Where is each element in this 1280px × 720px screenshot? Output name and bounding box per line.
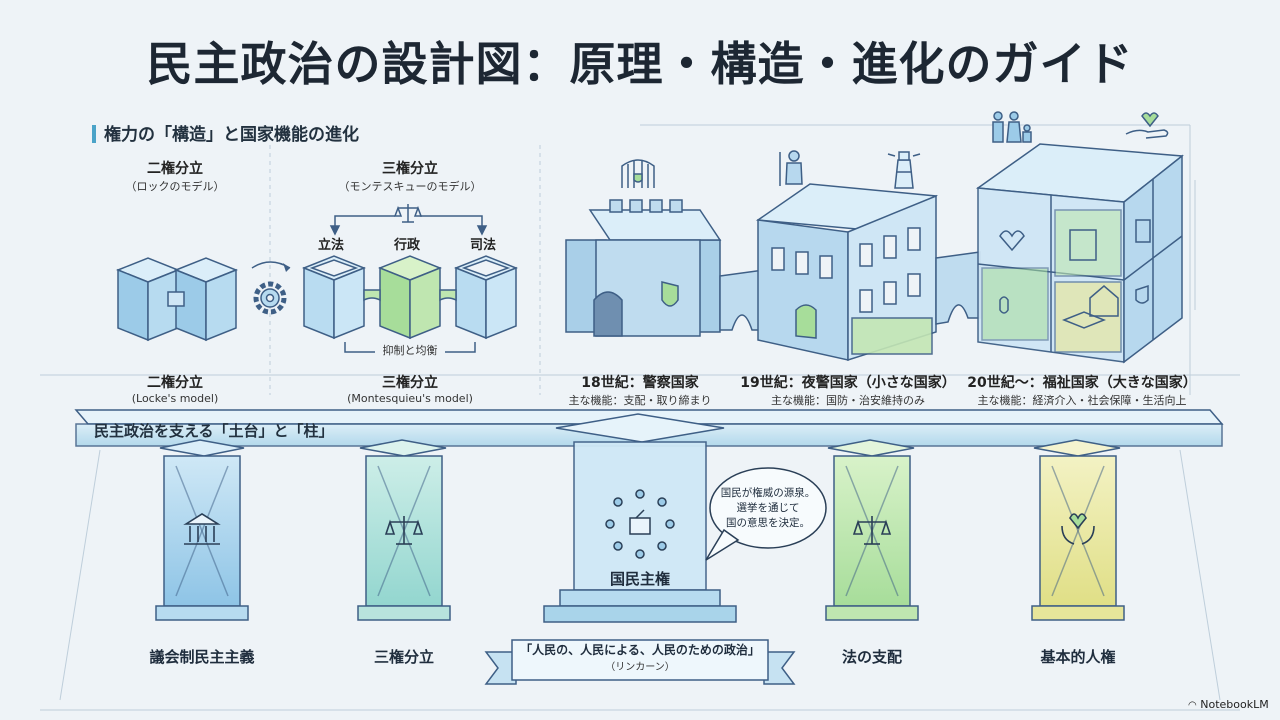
brand-badge: ◠ NotebookLM: [1188, 698, 1269, 711]
legislative-frame: [304, 256, 364, 338]
pillar-human-rights: [1032, 440, 1124, 620]
three-power-top: 三権分立 （モンテスキューのモデル）: [330, 158, 490, 194]
two-power-cubes: [118, 258, 236, 340]
two-power-top: 二権分立 （ロックのモデル）: [120, 158, 230, 194]
three-power-subtitle-bottom: (Montesquieu's model): [330, 392, 490, 405]
three-power-title: 三権分立: [330, 158, 490, 178]
scales-icon: [395, 204, 421, 222]
judicial-frame: [456, 256, 516, 338]
gate-icon: [622, 160, 654, 188]
section-heading-foundation: 民主政治を支える「土台」と「柱」: [94, 420, 334, 441]
two-power-bottom: 二権分立 (Locke's model): [120, 372, 230, 405]
state-title: 18世紀：警察国家: [560, 372, 720, 392]
executive-cube: [380, 256, 440, 338]
ribbon-author: （リンカーン）: [512, 658, 768, 673]
two-power-subtitle: （ロックのモデル）: [120, 178, 230, 194]
speech-line: 国の意思を決定。: [712, 516, 824, 531]
two-power-title: 二権分立: [120, 158, 230, 178]
notebook-icon: ◠: [1188, 700, 1197, 711]
brand-name: NotebookLM: [1200, 698, 1268, 711]
pillar-parliamentary-democracy: [156, 440, 248, 620]
pillar-label-5: 基本的人権: [1018, 646, 1138, 667]
three-power-subtitle: （モンテスキューのモデル）: [330, 178, 490, 194]
two-power-subtitle-bottom: (Locke's model): [120, 392, 230, 405]
state-20th: 20世紀〜：福祉国家（大きな国家） 主な機能：経済介入・社会保障・生活向上: [964, 372, 1200, 408]
speech-bubble-text: 国民が権威の源泉。 選挙を通じて 国の意思を決定。: [712, 486, 824, 531]
state-function: 主な機能：支配・取り締まり: [560, 392, 720, 408]
speech-line: 国民が権威の源泉。: [712, 486, 824, 501]
label-legislative: 立法: [318, 234, 344, 253]
speech-line: 選挙を通じて: [712, 501, 824, 516]
label-checks-balances: 抑制と均衡: [380, 342, 440, 358]
state-18th: 18世紀：警察国家 主な機能：支配・取り締まり: [560, 372, 720, 408]
two-power-title-bottom: 二権分立: [120, 372, 230, 392]
building-night-watchman-state: [758, 184, 936, 360]
pillar-label-1: 議会制民主主義: [132, 646, 272, 667]
castle-police-state: [566, 200, 720, 336]
lighthouse-icon: [888, 152, 920, 188]
state-title: 20世紀〜：福祉国家（大きな国家）: [964, 372, 1200, 392]
state-function: 主な機能：経済介入・社会保障・生活向上: [964, 392, 1200, 408]
label-executive: 行政: [394, 234, 420, 253]
pillar-center-label: 国民主権: [580, 568, 700, 589]
pillar-label-4: 法の支配: [812, 646, 932, 667]
ribbon-text: 「人民の、人民による、人民のための政治」 （リンカーン）: [512, 641, 768, 673]
three-power-bottom: 三権分立 (Montesquieu's model): [330, 372, 490, 405]
family-icon: [993, 112, 1031, 142]
state-19th: 19世紀：夜警国家（小さな国家） 主な機能：国防・治安維持のみ: [738, 372, 958, 408]
pillar-label-2: 三権分立: [344, 646, 464, 667]
three-power-title-bottom: 三権分立: [330, 372, 490, 392]
bridge-2: [936, 252, 980, 324]
state-function: 主な機能：国防・治安維持のみ: [738, 392, 958, 408]
ribbon-quote: 「人民の、人民による、人民のための政治」: [512, 641, 768, 658]
guard-icon: [780, 151, 802, 186]
label-judicial: 司法: [470, 234, 496, 253]
welfare-state-cube: [978, 144, 1182, 362]
state-title: 19世紀：夜警国家（小さな国家）: [738, 372, 958, 392]
